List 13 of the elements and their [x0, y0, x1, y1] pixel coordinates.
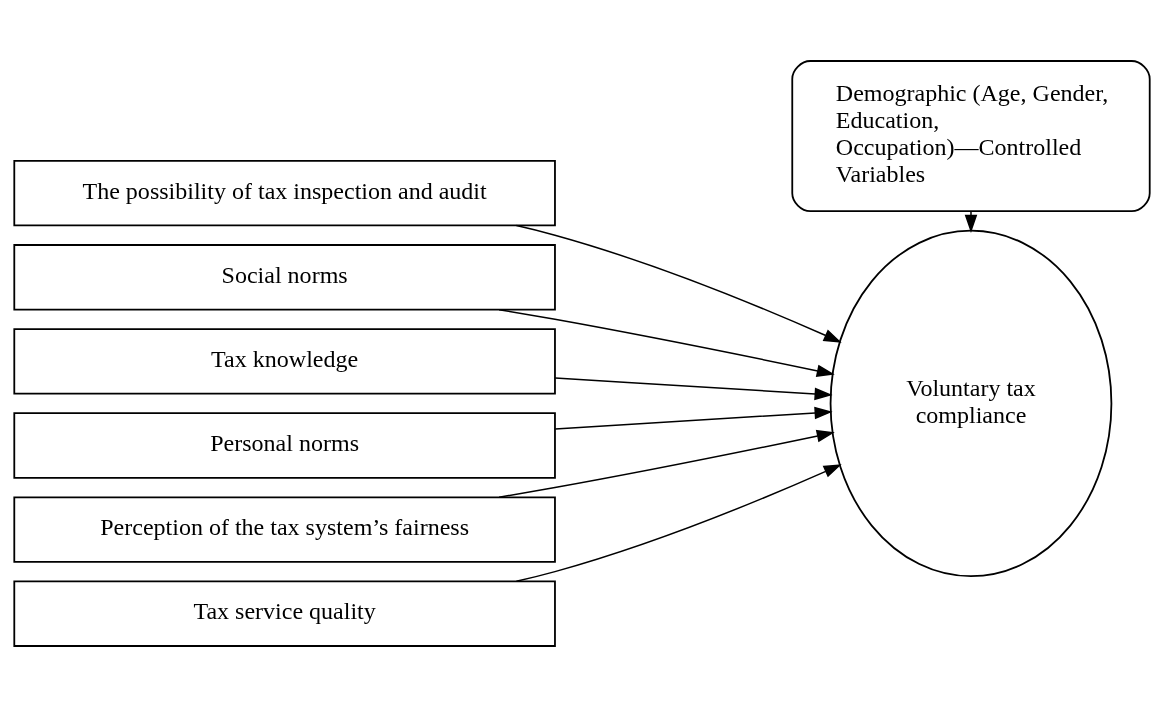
node-box: Demographic (Age, Gender, Education, Occupation)—Controlled Variables — [791, 60, 1151, 213]
node-box: Tax knowledge — [13, 328, 556, 395]
arrow — [554, 406, 833, 430]
arrow — [498, 429, 835, 498]
node-box: The possibility of tax inspection and audit — [13, 160, 556, 227]
node-ellipse: Voluntary tax compliance — [829, 229, 1113, 578]
node-box: Social norms — [13, 244, 556, 311]
arrow — [964, 210, 978, 233]
arrow — [554, 377, 833, 401]
node-box: Tax service quality — [13, 580, 556, 647]
node-box: Perception of the tax system’s fairness — [13, 496, 556, 563]
node-box: Personal norms — [13, 412, 556, 479]
arrow — [498, 308, 835, 377]
